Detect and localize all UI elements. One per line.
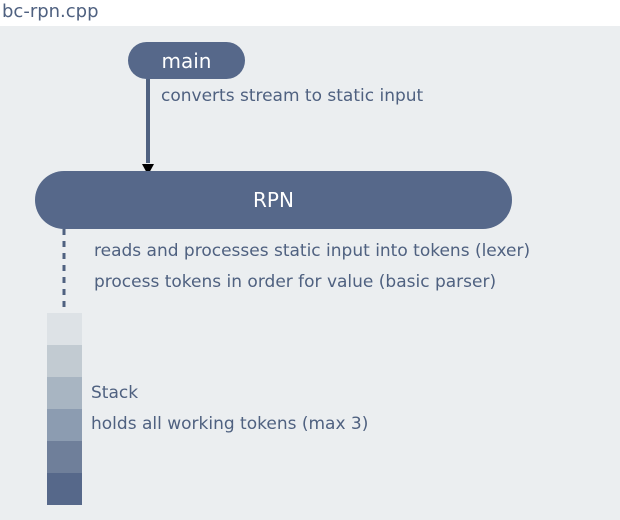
rpn-note-parser: process tokens in order for value (basic… [94, 272, 497, 292]
stack-column [47, 313, 82, 505]
diagram-canvas [0, 26, 620, 520]
stack-cell-2 [47, 377, 82, 409]
stack-cell-1 [47, 345, 82, 377]
stack-cell-0 [47, 313, 82, 345]
main-node-label: main [161, 48, 212, 73]
stack-cell-4 [47, 441, 82, 473]
main-node: main [128, 42, 245, 79]
rpn-node-label: RPN [253, 188, 294, 212]
stack-cell-5 [47, 473, 82, 505]
main-note: converts stream to static input [161, 86, 424, 106]
main-to-rpn-arrowhead [142, 164, 154, 175]
stack-label: Stack [91, 383, 139, 403]
file-title: bc-rpn.cpp [2, 1, 99, 22]
rpn-note-lexer: reads and processes static input into to… [94, 241, 531, 261]
stack-note: holds all working tokens (max 3) [91, 414, 369, 434]
rpn-node: RPN [35, 171, 512, 229]
stack-cell-3 [47, 409, 82, 441]
